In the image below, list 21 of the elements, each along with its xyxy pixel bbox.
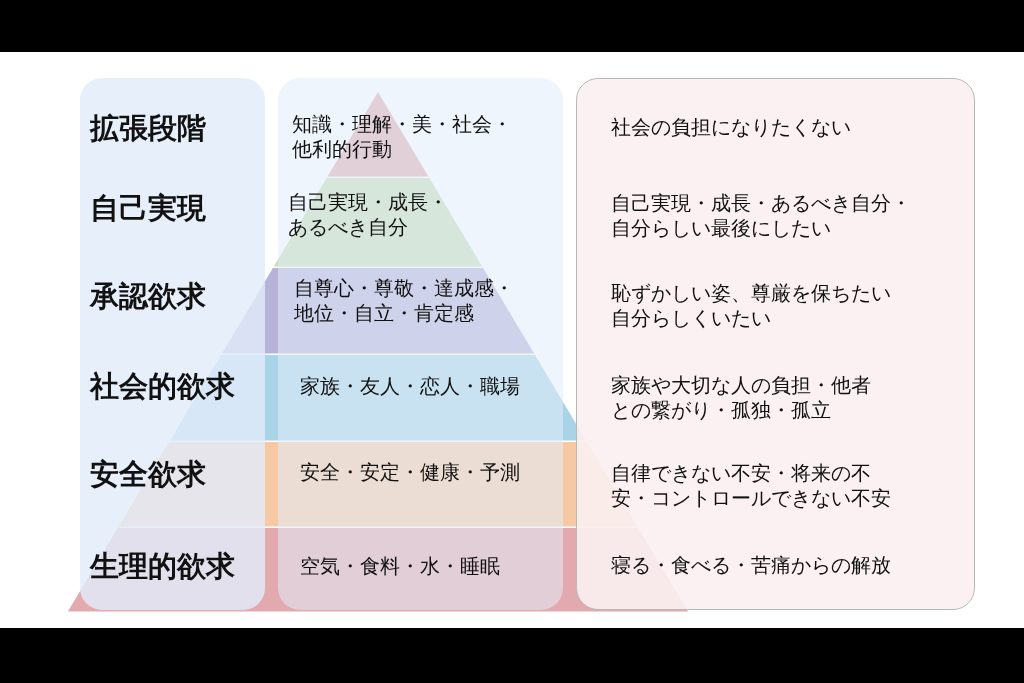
level-label: 生理的欲求	[90, 548, 236, 585]
need-description: 社会の負担になりたくない	[611, 115, 852, 140]
need-description: 自律できない不安・将来の不安・コントロールできない不安	[611, 461, 892, 511]
level-label: 社会的欲求	[90, 368, 236, 405]
need-examples: 空気・食料・水・睡眠	[300, 554, 501, 579]
need-examples: 自己実現・成長・あるべき自分	[288, 190, 449, 240]
need-description: 自己実現・成長・あるべき自分・自分らしい最後にしたい	[611, 191, 912, 241]
column-panel	[80, 78, 265, 610]
need-examples: 安全・安定・健康・予測	[300, 460, 521, 485]
level-label: 安全欲求	[90, 456, 207, 493]
column-panel	[576, 78, 975, 610]
need-examples: 家族・友人・恋人・職場	[300, 374, 521, 399]
need-examples: 知識・理解・美・社会・他利的行動	[292, 112, 513, 162]
column-panel	[278, 78, 563, 610]
need-description: 寝る・食べる・苦痛からの解放	[611, 553, 892, 578]
level-label: 拡張段階	[90, 110, 207, 147]
level-label: 自己実現	[90, 190, 207, 227]
need-description: 恥ずかしい姿、尊厳を保ちたい自分らしくいたい	[611, 281, 892, 331]
need-description: 家族や大切な人の負担・他者との繋がり・孤独・孤立	[611, 373, 872, 423]
level-label: 承認欲求	[90, 278, 207, 315]
need-examples: 自尊心・尊敬・達成感・地位・自立・肯定感	[294, 276, 515, 326]
